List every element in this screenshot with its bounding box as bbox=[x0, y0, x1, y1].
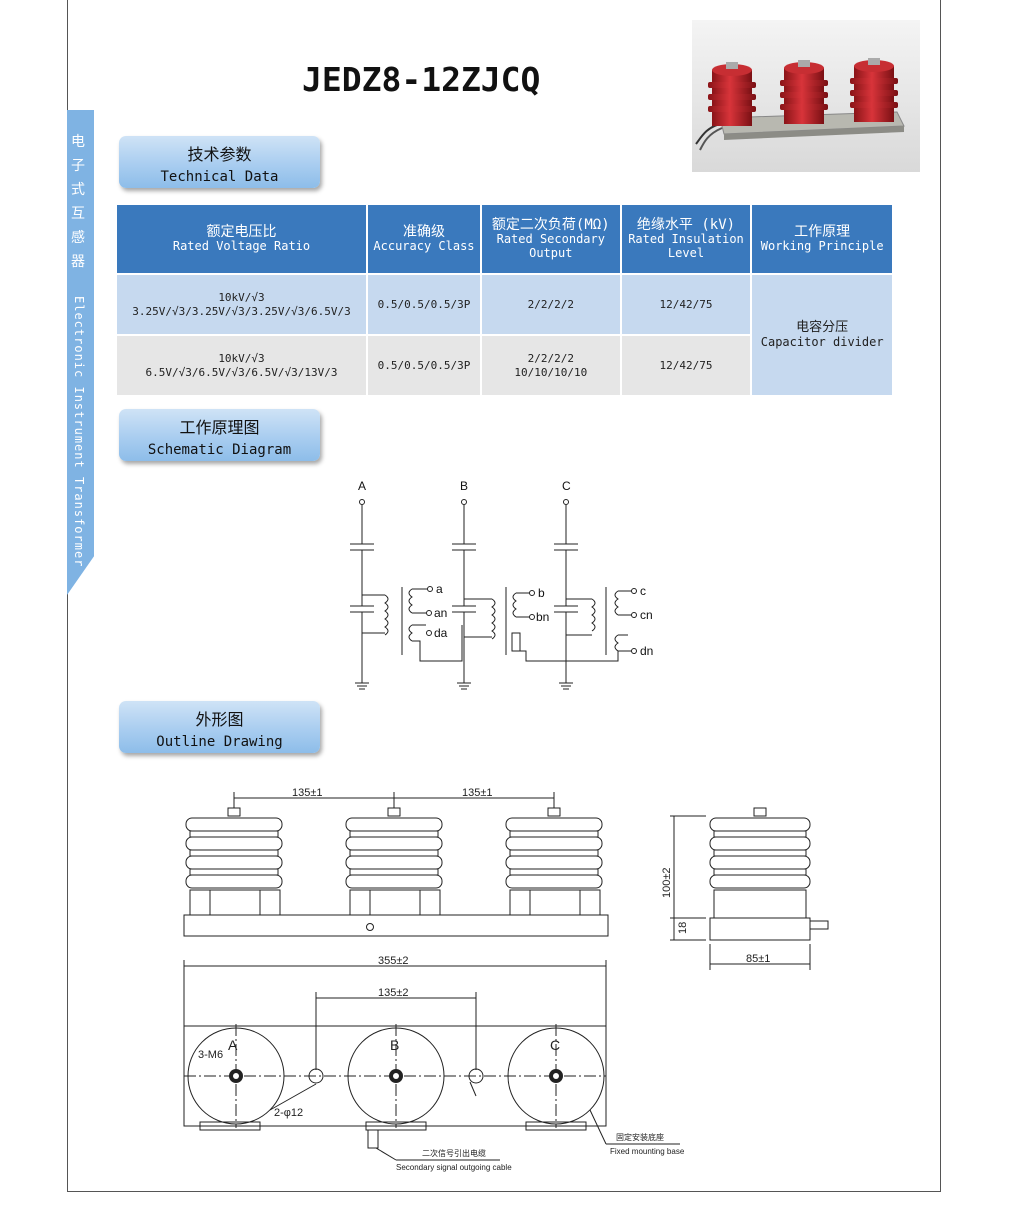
dim-base: 18 bbox=[677, 922, 689, 934]
side-tab-en: Electronic Instrument Transformer bbox=[72, 296, 86, 568]
header-rated-secondary-output: 额定二次负荷(MΩ)Rated Secondary Output bbox=[479, 203, 622, 275]
outline-drawing: 135±1 135±1 100±2 18 85±1 355±2 135±2 A … bbox=[183, 787, 829, 1172]
base-en: Fixed mounting base bbox=[610, 1147, 685, 1156]
insulator-front-c bbox=[505, 807, 603, 916]
cable-en: Secondary signal outgoing cable bbox=[396, 1163, 512, 1172]
dim-spacing-top-1: 135±1 bbox=[292, 787, 323, 799]
dim-spacing-bottom: 135±2 bbox=[378, 987, 409, 999]
side-tab-cn-3: 互 bbox=[71, 206, 85, 222]
section-technical-en: Technical Data bbox=[160, 169, 279, 185]
side-tab-text: 电 子 式 互 感 器 Electronic Instrument Transf… bbox=[71, 130, 91, 567]
cell-accuracy: 0.5/0.5/0.5/3P bbox=[366, 334, 482, 397]
terminal-bn: bn bbox=[536, 610, 549, 624]
terminal-c: c bbox=[640, 584, 646, 598]
dim-total: 355±2 bbox=[378, 955, 409, 967]
cell-accuracy: 0.5/0.5/0.5/3P bbox=[366, 273, 482, 336]
section-technical-cn: 技术参数 bbox=[187, 145, 252, 164]
phase-label-a: A bbox=[358, 479, 366, 493]
insulator-front-a bbox=[185, 807, 283, 916]
section-outline-drawing: 外形图 Outline Drawing bbox=[119, 701, 320, 753]
section-schematic-cn: 工作原理图 bbox=[179, 418, 260, 437]
schematic-diagram: A B C a an da b bn c cn dn bbox=[350, 479, 653, 690]
side-tab bbox=[67, 110, 94, 595]
label-m6: 3-M6 bbox=[198, 1049, 223, 1061]
terminal-dn: dn bbox=[640, 644, 653, 658]
terminal-cn: cn bbox=[640, 608, 653, 622]
section-outline-en: Outline Drawing bbox=[156, 734, 283, 750]
cell-insulation: 12/42/75 bbox=[619, 334, 753, 397]
label-c: C bbox=[550, 1037, 560, 1053]
dim-height: 100±2 bbox=[661, 867, 673, 898]
side-tab-cn-4: 感 bbox=[71, 230, 85, 246]
product-photo bbox=[692, 20, 920, 172]
page-frame bbox=[67, 0, 941, 1192]
section-outline-cn: 外形图 bbox=[195, 710, 244, 729]
section-schematic-en: Schematic Diagram bbox=[147, 442, 292, 458]
terminal-da: da bbox=[434, 626, 448, 640]
terminal-an: an bbox=[434, 606, 447, 620]
phase-label-c: C bbox=[562, 479, 571, 493]
dim-width-side: 85±1 bbox=[746, 953, 770, 965]
terminal-a: a bbox=[436, 582, 443, 596]
side-tab-cn-5: 器 bbox=[71, 254, 85, 270]
side-tab-cn-1: 子 bbox=[71, 158, 85, 174]
label-b: B bbox=[390, 1037, 399, 1053]
product-title: JEDZ8-12ZJCQ bbox=[302, 60, 541, 99]
cell-output: 2/2/2/2 bbox=[479, 273, 622, 336]
phase-label-b: B bbox=[460, 479, 468, 493]
header-rated-insulation-level: 绝缘水平 (kV)Rated Insulation Level bbox=[619, 203, 753, 275]
insulator-front-b bbox=[345, 807, 443, 916]
section-schematic-diagram: 工作原理图 Schematic Diagram bbox=[119, 409, 320, 461]
side-tab-cn-0: 电 bbox=[71, 134, 85, 150]
cable-cn: 二次信号引出电缆 bbox=[422, 1148, 486, 1158]
label-a: A bbox=[228, 1037, 238, 1053]
side-tab-cn-2: 式 bbox=[71, 182, 85, 198]
dim-spacing-top-2: 135±1 bbox=[462, 787, 493, 799]
label-hole: 2-φ12 bbox=[274, 1107, 303, 1119]
base-cn: 固定安装底座 bbox=[616, 1132, 664, 1142]
cell-insulation: 12/42/75 bbox=[619, 273, 753, 336]
section-technical-data: 技术参数 Technical Data bbox=[119, 136, 320, 188]
terminal-b: b bbox=[538, 586, 545, 600]
